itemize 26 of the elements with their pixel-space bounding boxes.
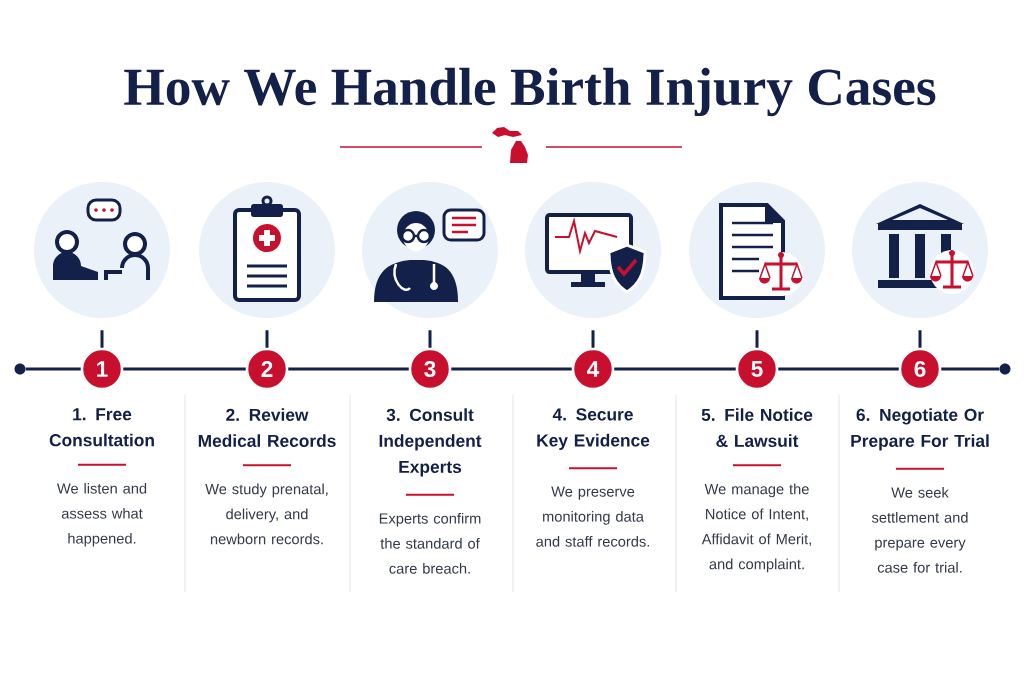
connector-line — [428, 330, 432, 348]
step-description: We seek settlement and prepare every case for trial. — [871, 486, 968, 573]
step-heading: 2. Review Medical Records — [198, 408, 336, 447]
timeline-line — [288, 367, 409, 371]
timeline-line — [778, 367, 899, 371]
step-heading: 3. Consult Independent Experts — [379, 408, 482, 477]
connector-line — [591, 330, 595, 348]
connector-line — [100, 330, 104, 348]
step-description: We manage the Notice of Intent, Affidavit of Merit, and complaint. — [701, 483, 811, 573]
step-heading: 5. File Notice & Lawsuit — [701, 408, 813, 447]
step-heading: 4. Secure Key Evidence — [537, 408, 650, 450]
connector-line — [918, 330, 922, 348]
step-description: We listen and assess what happened. — [56, 482, 147, 547]
step-heading: 6. Negotiate Or Prepare For Trial — [851, 408, 989, 451]
connector-line — [265, 330, 269, 348]
timeline-line — [25, 367, 81, 371]
step-description: We preserve monitoring data and staff records. — [536, 486, 649, 547]
step-heading: 1. Free Consultation — [49, 408, 154, 447]
connector-line — [755, 330, 759, 348]
timeline-line — [941, 367, 1000, 371]
step-description: Experts confirm the standard of care breach. — [379, 512, 481, 574]
timeline-line — [451, 367, 572, 371]
timeline-line — [123, 367, 246, 371]
title: How We Handle Birth Injury Cases — [124, 67, 936, 117]
step-description: We study prenatal, delivery, and newborn records. — [205, 483, 328, 545]
timeline-line — [614, 367, 736, 371]
